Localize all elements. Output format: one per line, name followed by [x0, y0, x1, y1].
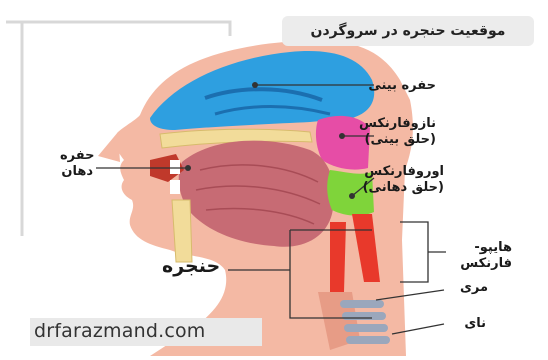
mandible — [172, 200, 192, 262]
label-larynx: حنجره — [162, 258, 220, 274]
nose — [98, 132, 120, 162]
label-oral-cavity-line2: دهان — [60, 164, 95, 180]
label-esophagus: مری — [460, 280, 488, 296]
leader-dot — [339, 133, 345, 139]
label-nasal-cavity: حفره بینی — [368, 78, 436, 94]
title-box: موقعیت حنجره در سروگردن — [282, 16, 534, 46]
label-oral-cavity: حفره دهان — [60, 148, 95, 180]
label-hypopharynx: هایپو- فارنکس — [460, 240, 512, 272]
label-nasopharynx-line1: نازوفارنکس — [359, 116, 436, 132]
diagram-title: موقعیت حنجره در سروگردن — [311, 23, 506, 39]
label-oropharynx-line2: (حلق دهانی) — [363, 180, 444, 196]
label-trachea: نای — [464, 316, 486, 332]
watermark-text: drfarazmand.com — [34, 320, 206, 342]
label-hypopharynx-line2: فارنکس — [460, 256, 512, 272]
label-oropharynx: اوروفارنکس (حلق دهانی) — [363, 164, 444, 196]
leader-dot — [185, 165, 191, 171]
leader-dot — [252, 82, 258, 88]
label-nasopharynx: نازوفارنکس (حلق بینی) — [359, 116, 436, 148]
hypopharynx-bracket — [400, 222, 428, 282]
epiglottis — [330, 222, 346, 292]
label-oral-cavity-line1: حفره — [60, 148, 95, 164]
label-nasopharynx-line2: (حلق بینی) — [359, 132, 436, 148]
tooth — [170, 180, 180, 194]
leader-dot — [349, 193, 355, 199]
label-oropharynx-line1: اوروفارنکس — [363, 164, 444, 180]
tooth — [170, 160, 180, 174]
label-hypopharynx-line1: هایپو- — [460, 240, 512, 256]
frame-line — [6, 22, 230, 36]
